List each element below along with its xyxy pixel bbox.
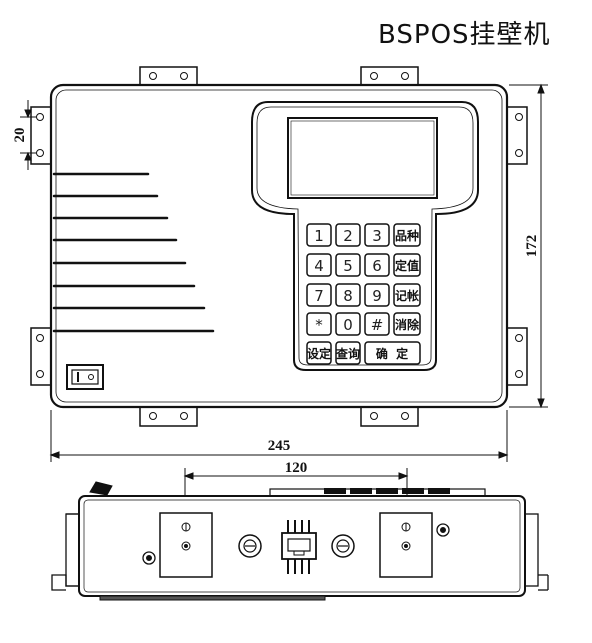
keypad-labels: 1 2 3 品种 4 5 6 定值 7 8 9 记帐 * 0 # 消除 设定 查… xyxy=(307,227,420,361)
key-9[interactable] xyxy=(364,283,390,307)
key-label: # xyxy=(371,316,384,334)
rj-port xyxy=(281,520,317,574)
key-label: 确 定 xyxy=(376,346,408,361)
key-label: 4 xyxy=(314,257,324,275)
key-label: 0 xyxy=(343,316,353,334)
housing-outline xyxy=(49,83,509,409)
key-1[interactable] xyxy=(306,223,332,247)
key-label: * xyxy=(315,316,323,334)
key-variety[interactable] xyxy=(393,223,421,247)
round-connector-left xyxy=(238,534,262,558)
key-account[interactable] xyxy=(393,283,421,307)
key-label: 7 xyxy=(314,287,324,305)
screw-left xyxy=(142,551,156,565)
key-label: 6 xyxy=(372,257,382,275)
keypad xyxy=(306,223,421,365)
front-view xyxy=(30,66,528,427)
diagram-title: BSPOS挂壁机 xyxy=(378,20,551,50)
mount-tab-left-top xyxy=(30,106,52,165)
dimension-width: 245 xyxy=(268,438,291,454)
key-label: 记帐 xyxy=(395,288,419,303)
dimension-bottom-spacing: 120 xyxy=(285,460,308,476)
key-label: 1 xyxy=(314,227,324,245)
key-label: 2 xyxy=(343,227,353,245)
key-2[interactable] xyxy=(335,223,361,247)
key-label: 5 xyxy=(343,257,353,275)
key-0[interactable] xyxy=(335,312,361,336)
key-label: 设定 xyxy=(307,346,331,361)
round-connector-right xyxy=(331,534,355,558)
dimension-hole-spacing: 20 xyxy=(12,128,28,143)
key-confirm[interactable] xyxy=(364,341,421,365)
key-label: 3 xyxy=(372,227,382,245)
key-fixed-value[interactable] xyxy=(393,253,421,277)
key-clear[interactable] xyxy=(393,312,421,336)
key-label: 8 xyxy=(343,287,353,305)
bottom-view xyxy=(51,481,549,601)
screw-right xyxy=(436,523,450,537)
key-4[interactable] xyxy=(306,253,332,277)
key-star[interactable] xyxy=(306,312,332,336)
mount-tab-left-bottom xyxy=(30,327,52,386)
key-3[interactable] xyxy=(364,223,390,247)
key-7[interactable] xyxy=(306,283,332,307)
key-setup[interactable] xyxy=(306,341,332,365)
key-6[interactable] xyxy=(364,253,390,277)
power-switch[interactable] xyxy=(66,364,104,390)
key-label: 定值 xyxy=(395,258,419,273)
lcd-screen xyxy=(287,117,438,199)
vent-slots xyxy=(52,172,215,333)
dimension-lines xyxy=(20,83,548,525)
key-label: 消除 xyxy=(395,317,420,332)
key-query[interactable] xyxy=(335,341,361,365)
key-label: 9 xyxy=(372,287,382,305)
key-label: 查询 xyxy=(335,346,360,361)
terminal-body xyxy=(251,101,479,371)
key-8[interactable] xyxy=(335,283,361,307)
key-label: 品种 xyxy=(395,228,419,243)
bottom-mount-plate-left xyxy=(159,512,213,578)
key-hash[interactable] xyxy=(364,312,390,336)
key-5[interactable] xyxy=(335,253,361,277)
bottom-mount-plate-right xyxy=(379,512,433,578)
dimension-height: 172 xyxy=(524,235,540,258)
